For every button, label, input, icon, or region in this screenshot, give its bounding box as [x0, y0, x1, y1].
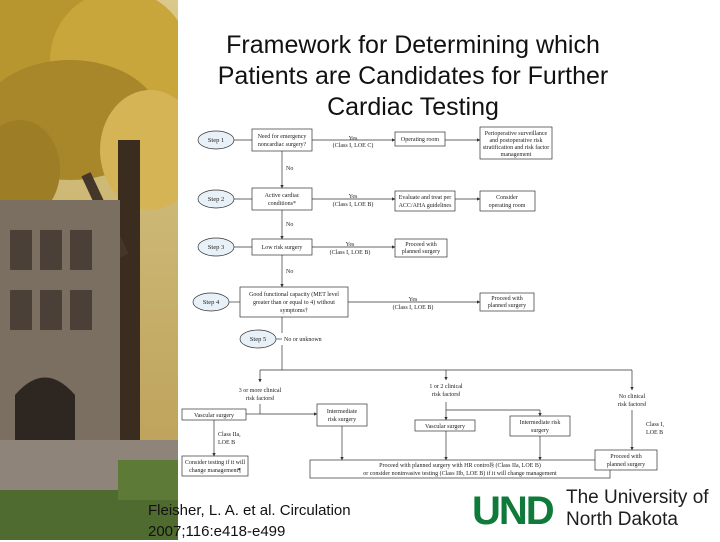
- risk-group-1-line-1: 3 or more clinical: [239, 388, 282, 394]
- citation-line-2: 2007;116:e418-e499: [148, 523, 286, 540]
- decision-1-line-2: noncardiac surgery?: [258, 142, 307, 148]
- title-line-1: Framework for Determining which: [226, 31, 600, 59]
- action-evaluate-line-1: Evaluate and treat per: [399, 195, 451, 201]
- action-operating-room-text: Operating room: [401, 137, 439, 143]
- intermediate-1-line-2: risk surgery: [328, 417, 356, 423]
- outcome-proceed-line-2: planned surgery: [607, 462, 645, 468]
- step-3-label: Step 3: [208, 244, 224, 251]
- und-logo: UND The University of North Dakota: [472, 487, 709, 532]
- flowchart-diagram: Step 1 Step 2 Step 3 Step 4 Step 5 Need …: [181, 126, 665, 479]
- class-label-2-line-1: Class I,: [646, 422, 665, 428]
- yes-3-line-2: (Class I, LOE B): [330, 249, 371, 256]
- action-surveillance-line-2: and postoperative risk: [490, 138, 543, 144]
- yes-2-line-2: (Class I, LOE B): [333, 201, 374, 208]
- decision-4-line-1: Good functional capacity (MET level: [249, 291, 339, 298]
- yes-1-line-1: Yes: [349, 136, 358, 142]
- action-proceed-3-line-1: Proceed with: [405, 242, 437, 248]
- step-5-label: Step 5: [250, 336, 266, 343]
- yes-1-line-2: (Class I, LOE C): [333, 142, 374, 149]
- action-consider-or-line-2: operating room: [489, 203, 526, 209]
- no-3-label: No: [286, 269, 293, 275]
- intermediate-2-line-2: surgery: [531, 428, 549, 434]
- outcome-proceed-box: [594, 449, 658, 471]
- action-surveillance-line-4: management: [501, 152, 532, 158]
- vascular-surgery-1-text: Vascular surgery: [194, 413, 234, 419]
- slide-title: Framework for Determining which Patients…: [178, 30, 648, 123]
- yes-4-line-2: (Class I, LOE B): [393, 304, 434, 311]
- class-label-2-line-2: LOE B: [646, 430, 663, 436]
- step-1-label: Step 1: [208, 137, 224, 144]
- citation-line-1: Fleisher, L. A. et al. Circulation: [148, 502, 351, 519]
- title-line-2: Patients are Candidates for Further: [217, 62, 609, 90]
- vascular-surgery-2-text: Vascular surgery: [425, 424, 465, 430]
- decision-2-line-1: Active cardiac: [265, 193, 300, 199]
- risk-group-1-line-2: risk factors‖: [246, 395, 275, 402]
- decision-4-line-2: greater than or equal to 4) without: [253, 299, 335, 306]
- decision-5-text: No or unknown: [284, 337, 322, 343]
- citation: Fleisher, L. A. et al. Circulation 2007;…: [148, 500, 351, 542]
- action-evaluate-line-2: ACC/AHA guidelines: [399, 203, 452, 209]
- outcome-consider-testing-line-1: Consider testing if it will: [185, 459, 245, 466]
- action-surveillance-line-3: stratification and risk factor: [483, 144, 549, 151]
- risk-group-3-line-2: risk factors‖: [618, 401, 647, 408]
- outcome-hr-control-line-2: or consider noninvasive testing (Class I…: [363, 470, 557, 477]
- decision-1-line-1: Need for emergency: [258, 133, 307, 140]
- outcome-hr-control-line-1: Proceed with planned surgery with HR con…: [379, 462, 541, 469]
- action-proceed-3-line-2: planned surgery: [402, 249, 440, 255]
- class-label-1-line-1: Class IIa,: [218, 432, 241, 438]
- decision-2-line-2: conditions*: [268, 201, 296, 207]
- title-line-3: Cardiac Testing: [327, 93, 499, 121]
- action-consider-or-line-1: Consider: [496, 195, 518, 201]
- decision-4-line-3: symptoms†: [280, 308, 308, 314]
- und-logo-mark: UND: [472, 489, 554, 532]
- intermediate-2-line-1: Intermediate risk: [520, 420, 561, 426]
- decision-4-box: [239, 286, 349, 318]
- no-2-label: No: [286, 222, 293, 228]
- risk-group-3-line-1: No clinical: [619, 394, 646, 400]
- yes-2-line-1: Yes: [349, 194, 358, 200]
- action-surveillance-box: [479, 126, 553, 160]
- action-consider-or-box: [479, 190, 536, 212]
- step-4-label: Step 4: [203, 299, 220, 306]
- intermediate-1-line-1: Intermediate: [327, 409, 358, 415]
- action-proceed-4-line-1: Proceed with: [491, 296, 523, 302]
- risk-group-2-line-2: risk factors‖: [432, 391, 461, 398]
- und-logo-line-1: The University of: [566, 487, 709, 508]
- und-logo-line-2: North Dakota: [566, 509, 678, 530]
- risk-group-2-line-1: 1 or 2 clinical: [429, 384, 462, 390]
- action-evaluate-box: [394, 190, 456, 212]
- yes-4-line-1: Yes: [409, 297, 418, 303]
- campus-photo: [0, 0, 178, 540]
- outcome-consider-testing-line-2: change management¶: [189, 468, 241, 474]
- step-2-label: Step 2: [208, 196, 224, 203]
- action-surveillance-line-1: Perioperative surveillance: [485, 131, 548, 137]
- action-proceed-4-line-2: planned surgery: [488, 303, 526, 309]
- outcome-proceed-line-1: Proceed with: [610, 454, 642, 460]
- class-label-1-line-2: LOE B: [218, 440, 235, 446]
- decision-3-text: Low risk surgery: [262, 245, 303, 251]
- no-1-label: No: [286, 166, 293, 172]
- yes-3-line-1: Yes: [346, 242, 355, 248]
